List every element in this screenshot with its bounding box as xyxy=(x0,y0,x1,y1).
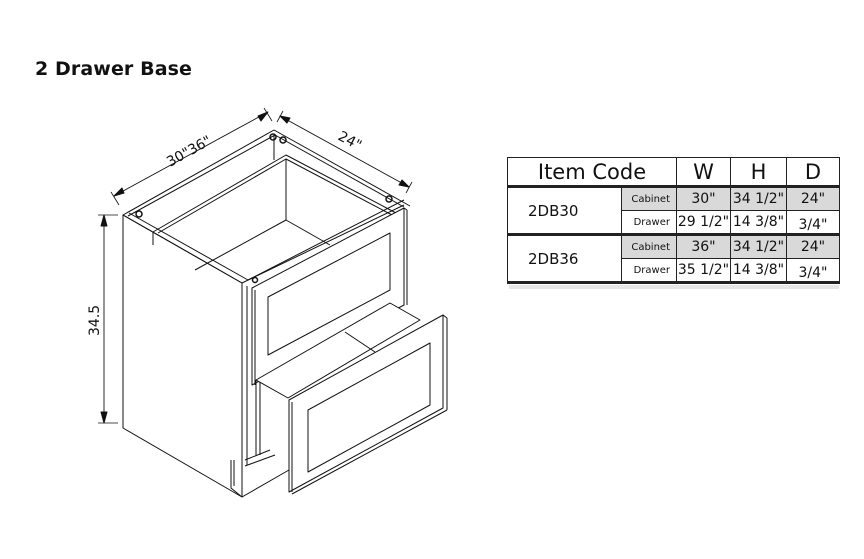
table-row: 2DB36 Cabinet 36" 34 1/2" 24" xyxy=(507,234,840,284)
cell-h: 14 3/8" xyxy=(730,210,787,236)
row-type-label: Drawer xyxy=(621,210,677,236)
top-drawer-panel xyxy=(267,232,391,356)
bottom-drawer-panel xyxy=(307,342,431,473)
row-type-label: Cabinet xyxy=(621,234,677,259)
cell-w: 35 1/2" xyxy=(676,258,731,284)
item-code: 2DB30 xyxy=(507,186,622,236)
table-row: Drawer 35 1/2" 14 3/8" 3/4" xyxy=(508,258,840,284)
cell-h: 14 3/8" xyxy=(730,258,787,284)
page-title: 2 Drawer Base xyxy=(35,58,193,80)
cell-w: 29 1/2" xyxy=(676,210,731,236)
top-drawer-front xyxy=(251,207,405,386)
cell-h: 34 1/2" xyxy=(730,234,787,259)
cell-w: 30" xyxy=(676,186,731,211)
width-dimension-label: 30"36" xyxy=(164,133,214,171)
table-row: Drawer 29 1/2" 14 3/8" 3/4" xyxy=(508,210,840,236)
row-type-label: Drawer xyxy=(621,258,677,284)
table-row: 2DB30 Cabinet 30" 34 1/2" 24" xyxy=(507,186,840,236)
table-header-row: Item Code W H D xyxy=(507,157,840,188)
header-d: D xyxy=(786,157,840,188)
cell-d: 3/4" xyxy=(786,258,840,284)
item-code: 2DB36 xyxy=(507,234,622,284)
depth-dimension-label: 24" xyxy=(335,128,364,154)
header-w: W xyxy=(676,157,731,188)
row-type-label: Cabinet xyxy=(621,186,677,211)
bottom-drawer-front xyxy=(288,314,444,493)
header-h: H xyxy=(730,157,787,188)
side-panel xyxy=(122,214,243,498)
cell-d: 24" xyxy=(786,186,840,211)
table-shadow xyxy=(509,285,839,289)
cell-d: 24" xyxy=(786,234,840,259)
cabinet-drawing: 30"36" 24" 34.5 xyxy=(87,107,448,498)
cell-d: 3/4" xyxy=(786,210,840,236)
header-item-code: Item Code xyxy=(507,157,677,188)
cell-w: 36" xyxy=(676,234,731,259)
cell-h: 34 1/2" xyxy=(730,186,787,211)
height-dimension-label: 34.5 xyxy=(87,305,103,336)
spec-table: Item Code W H D 2DB30 Cabinet 30" 34 1/2… xyxy=(507,157,840,284)
